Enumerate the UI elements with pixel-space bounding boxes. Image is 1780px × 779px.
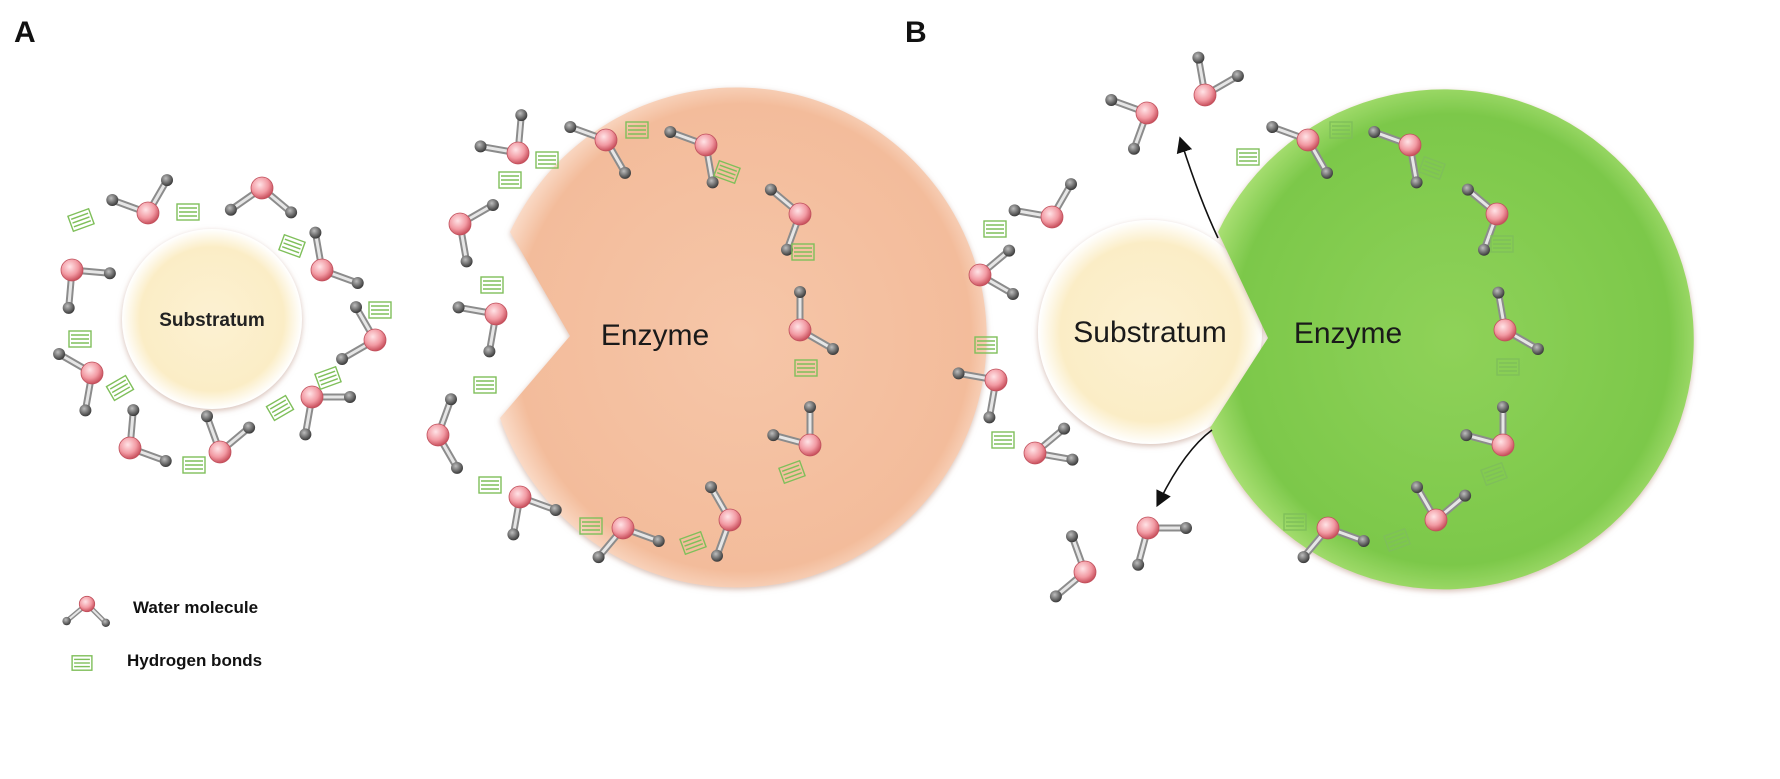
hydrogen-bond-icon <box>368 301 392 319</box>
hydrogen-bond-icon <box>1418 155 1446 181</box>
hydrogen-bond-icon <box>278 233 306 259</box>
water-molecule-icon <box>224 176 298 219</box>
water-molecule-icon <box>1368 126 1423 189</box>
water-molecule-icon <box>474 109 530 165</box>
water-molecule-icon <box>1023 422 1079 466</box>
water-molecule-icon <box>767 401 822 457</box>
hydrogen-bond-icon <box>105 374 135 402</box>
hydrogen-bond-icon <box>1490 235 1514 253</box>
water-molecule-icon <box>60 258 116 314</box>
water-molecule-icon <box>788 286 839 355</box>
water-molecule-icon <box>664 126 719 189</box>
water-molecule-icon <box>1492 286 1544 355</box>
water-molecule-icon <box>968 244 1019 300</box>
water-molecule-icon <box>1461 183 1509 256</box>
enzyme-b-shape <box>1210 89 1694 590</box>
water-molecule-icon <box>118 404 172 467</box>
water-molecule-icon <box>426 393 463 474</box>
hydrogen-bond-icon <box>1329 121 1353 139</box>
hydrogen-bond-icon <box>778 459 806 485</box>
hydrogen-bond-icon <box>1496 358 1520 376</box>
water-molecule-icon <box>106 174 173 225</box>
hydrogen-bond-icon <box>473 376 497 394</box>
panel-b-letter: B <box>905 16 927 49</box>
legend: Water molecule Hydrogen bonds <box>62 595 262 671</box>
substratum-a-circle <box>122 229 302 409</box>
hydrogen-bond-icon <box>794 359 818 377</box>
enzyme-a-shape <box>500 87 987 588</box>
hydrogen-bond-icon <box>71 655 93 671</box>
legend-hbond-icon <box>71 655 93 671</box>
water-molecule-icon <box>452 301 508 358</box>
substratum-b-circle <box>1038 220 1262 444</box>
hydrogen-bond-icon <box>176 203 200 221</box>
legend-water-icon <box>62 595 111 628</box>
substratum-a-label: Substratum <box>159 310 265 331</box>
arrow-down-icon <box>1156 429 1213 508</box>
water-molecule-icon <box>764 183 812 256</box>
hydrogen-bond-icon <box>679 530 707 556</box>
enzyme-b-label: Enzyme <box>1294 317 1402 350</box>
hydrogen-bond-icon <box>67 207 95 233</box>
water-molecule-icon <box>53 348 104 417</box>
arrow-up-icon <box>1176 136 1219 239</box>
hydrogen-bond-icon <box>1383 527 1411 553</box>
water-molecule-icon <box>1132 516 1192 571</box>
hydrogen-bond-icon <box>1283 513 1307 531</box>
hydrogen-bond-icon <box>314 365 342 391</box>
hydrogen-bond-icon <box>1480 461 1508 487</box>
hydrogen-bond-icon <box>68 330 92 348</box>
water-molecule-icon <box>1460 401 1515 457</box>
water-molecule-icon <box>309 226 364 289</box>
legend-water-label: Water molecule <box>133 598 258 617</box>
water-molecule-icon <box>1192 51 1244 107</box>
hydrogen-bond-icon <box>1236 148 1260 166</box>
hydrogen-bond-icon <box>713 159 741 185</box>
water-molecule-icon <box>1411 481 1472 532</box>
water-molecule-icon <box>1266 121 1333 179</box>
water-molecule-icon <box>592 516 665 564</box>
panel-a-letter: A <box>14 16 36 49</box>
hydrogen-bond-icon <box>265 394 295 422</box>
hydrogen-bond-icon <box>182 456 206 474</box>
substratum-b-label: Substratum <box>1073 316 1226 349</box>
hydrogen-bond-icon <box>625 121 649 139</box>
water-molecule-icon <box>1049 530 1097 603</box>
water-molecule-icon <box>1105 94 1159 155</box>
hydrogen-bond-icon <box>478 476 502 494</box>
hydrogen-bond-icon <box>480 276 504 294</box>
water-molecule-icon <box>201 410 256 464</box>
enzyme-a-label: Enzyme <box>601 319 709 352</box>
water-molecule-icon <box>952 367 1008 424</box>
water-molecules <box>53 51 1544 603</box>
hydrogen-bonds <box>67 121 1520 556</box>
hydrogen-bond-icon <box>535 151 559 169</box>
legend-hbond-label: Hydrogen bonds <box>127 651 262 670</box>
hydrogen-bond-icon <box>974 336 998 354</box>
water-molecule-icon <box>1297 516 1370 564</box>
water-molecule-icon <box>62 595 111 628</box>
water-molecule-icon <box>299 385 356 441</box>
hydrogen-bond-icon <box>498 171 522 189</box>
hydrogen-bond-icon <box>983 220 1007 238</box>
water-molecule-icon <box>564 121 631 179</box>
water-molecule-icon <box>507 485 562 541</box>
hydrogen-bond-icon <box>579 517 603 535</box>
water-molecule-icon <box>448 199 499 268</box>
water-molecule-icon <box>705 481 742 562</box>
hydrogen-bond-icon <box>991 431 1015 449</box>
hydrogen-bond-icon <box>791 243 815 261</box>
water-molecule-icon <box>1008 178 1077 229</box>
water-molecule-icon <box>336 301 387 365</box>
